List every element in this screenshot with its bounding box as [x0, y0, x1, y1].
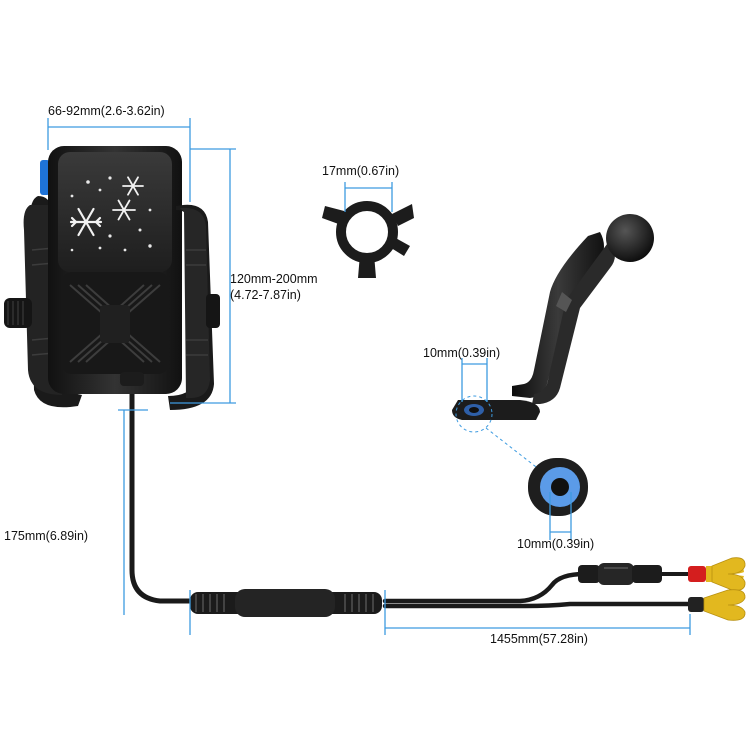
power-cable: [129, 377, 693, 609]
clamp-ring: [322, 201, 414, 278]
holder-width-label: 66-92mm(2.6-3.62in): [48, 104, 165, 118]
mounting-arm: [452, 214, 654, 420]
snowflake-icon: [69, 176, 144, 237]
cable-length-label: 1455mm(57.28in): [490, 632, 588, 646]
dimension-lines: [47, 118, 691, 635]
hole-detail-callout: [455, 395, 588, 516]
cable-drop-label: 175mm(6.89in): [4, 529, 89, 543]
fuse-holder: [578, 563, 690, 585]
cooling-fan-panel: [62, 272, 168, 374]
clamp-ring-label: 17mm(0.67in): [322, 164, 400, 178]
red-fork-terminal: [688, 557, 746, 591]
bracket-hole-label: 10mm(0.39in): [423, 346, 501, 360]
phone-holder: [4, 146, 220, 410]
black-fork-terminal: [688, 589, 746, 621]
holder-height-inch-label: (4.72-7.87in): [230, 288, 301, 302]
snow-dots: [70, 176, 152, 252]
detail-hole-label: 10mm(0.39in): [517, 537, 595, 551]
holder-height-label: 120mm-200mm: [230, 272, 318, 286]
cable-junction-block: [190, 589, 382, 617]
